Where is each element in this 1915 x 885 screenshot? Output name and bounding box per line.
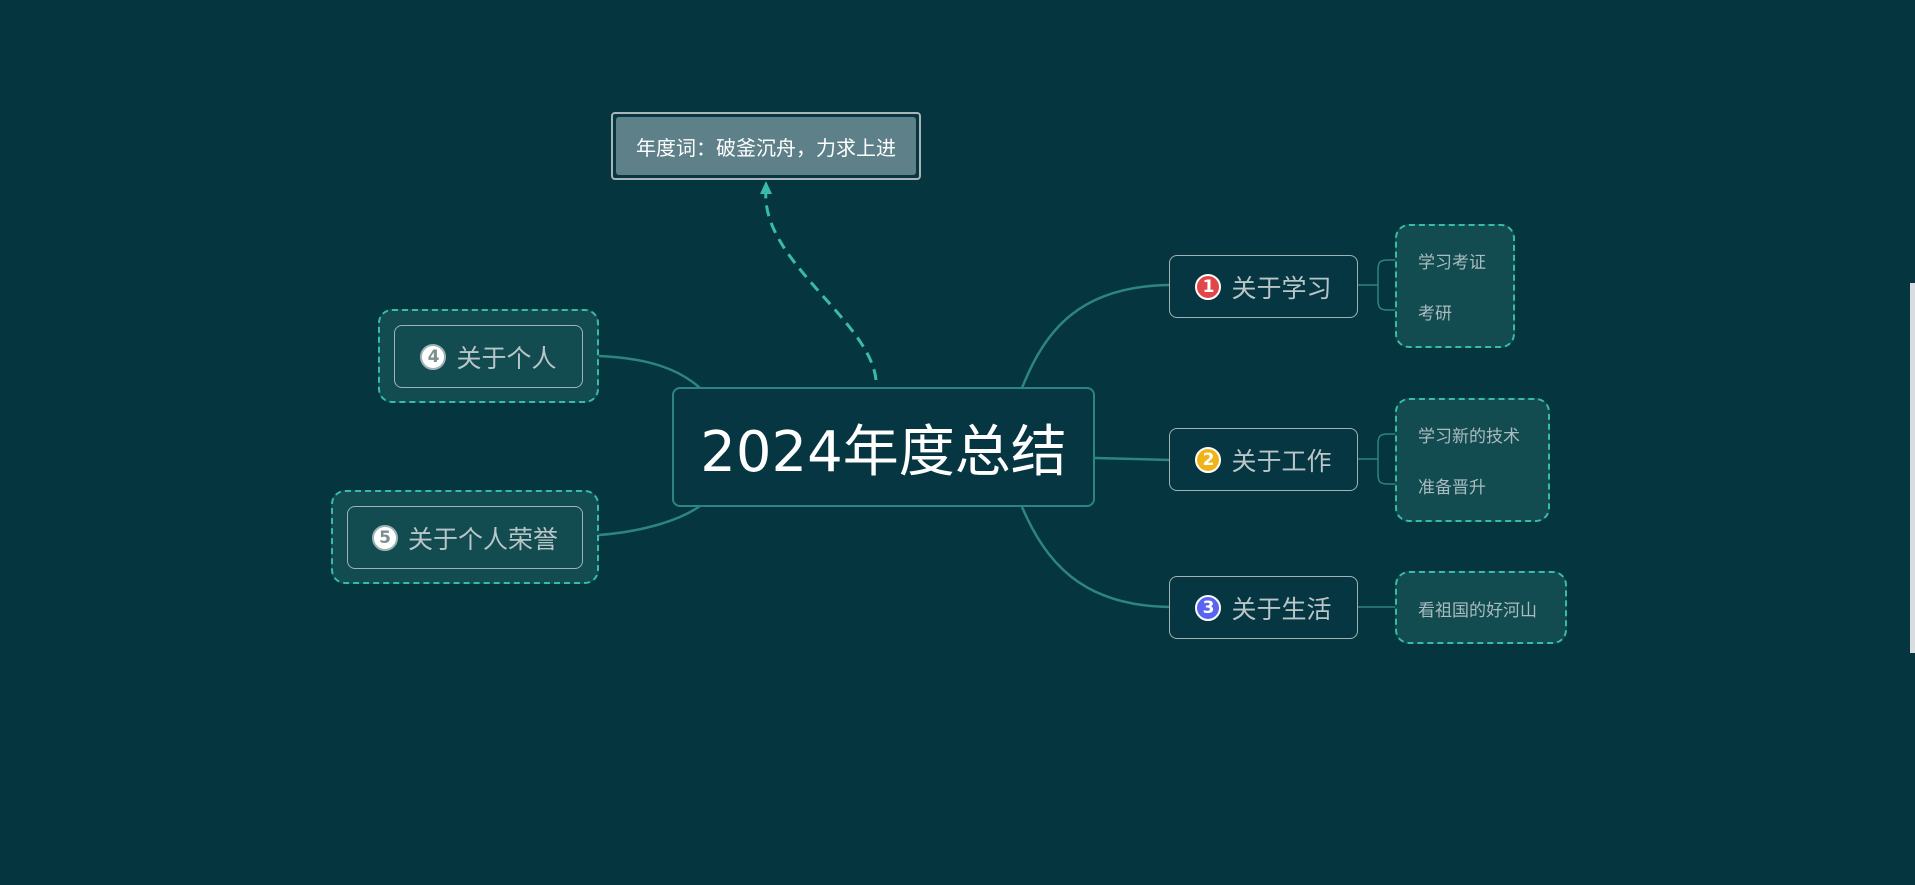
work-subtopics-group	[1395, 398, 1550, 522]
callout-text: 年度词：破釜沉舟，力求上进	[616, 117, 916, 175]
leaf-certification[interactable]: 学习考证	[1418, 253, 1486, 273]
relation-arrow	[764, 189, 878, 381]
connector-line	[597, 354, 701, 389]
leaf-promotion[interactable]: 准备晋升	[1418, 478, 1486, 498]
leaf-travel[interactable]: 看祖国的好河山	[1418, 601, 1537, 621]
leaf-postgraduate[interactable]: 考研	[1418, 304, 1452, 324]
connector-line	[1094, 456, 1171, 462]
connector-line	[1020, 283, 1171, 389]
branch-work[interactable]: 2 关于工作	[1169, 428, 1358, 491]
number-5-icon: 5	[371, 524, 398, 551]
relation-arrowhead	[760, 181, 772, 194]
life-subtopics-group	[1395, 571, 1567, 644]
branch-work-label: 关于工作	[1231, 446, 1332, 476]
number-1-icon: 1	[1195, 273, 1222, 300]
leaf-new-tech[interactable]: 学习新的技术	[1418, 427, 1520, 447]
branch-study-label: 关于学习	[1231, 273, 1332, 303]
number-2-icon: 2	[1195, 446, 1222, 473]
branch-honors[interactable]: 5 关于个人荣誉	[347, 506, 583, 569]
branch-personal-label: 关于个人	[456, 343, 557, 373]
connector-line	[581, 504, 701, 538]
branch-life-label: 关于生活	[1231, 594, 1332, 624]
branch-honors-label: 关于个人荣誉	[407, 524, 558, 554]
central-topic[interactable]: 2024年度总结	[672, 387, 1095, 507]
branch-study[interactable]: 1 关于学习	[1169, 255, 1358, 318]
year-word-callout[interactable]: 年度词：破釜沉舟，力求上进	[611, 112, 921, 180]
branch-life[interactable]: 3 关于生活	[1169, 576, 1358, 639]
connector-line	[1358, 433, 1412, 485]
vertical-scrollbar[interactable]	[1910, 283, 1915, 653]
study-subtopics-group	[1395, 224, 1515, 348]
number-3-icon: 3	[1195, 594, 1222, 621]
connector-line	[1358, 259, 1412, 311]
connector-line	[1020, 506, 1171, 609]
branch-personal[interactable]: 4 关于个人	[394, 325, 583, 388]
number-4-icon: 4	[420, 343, 447, 370]
